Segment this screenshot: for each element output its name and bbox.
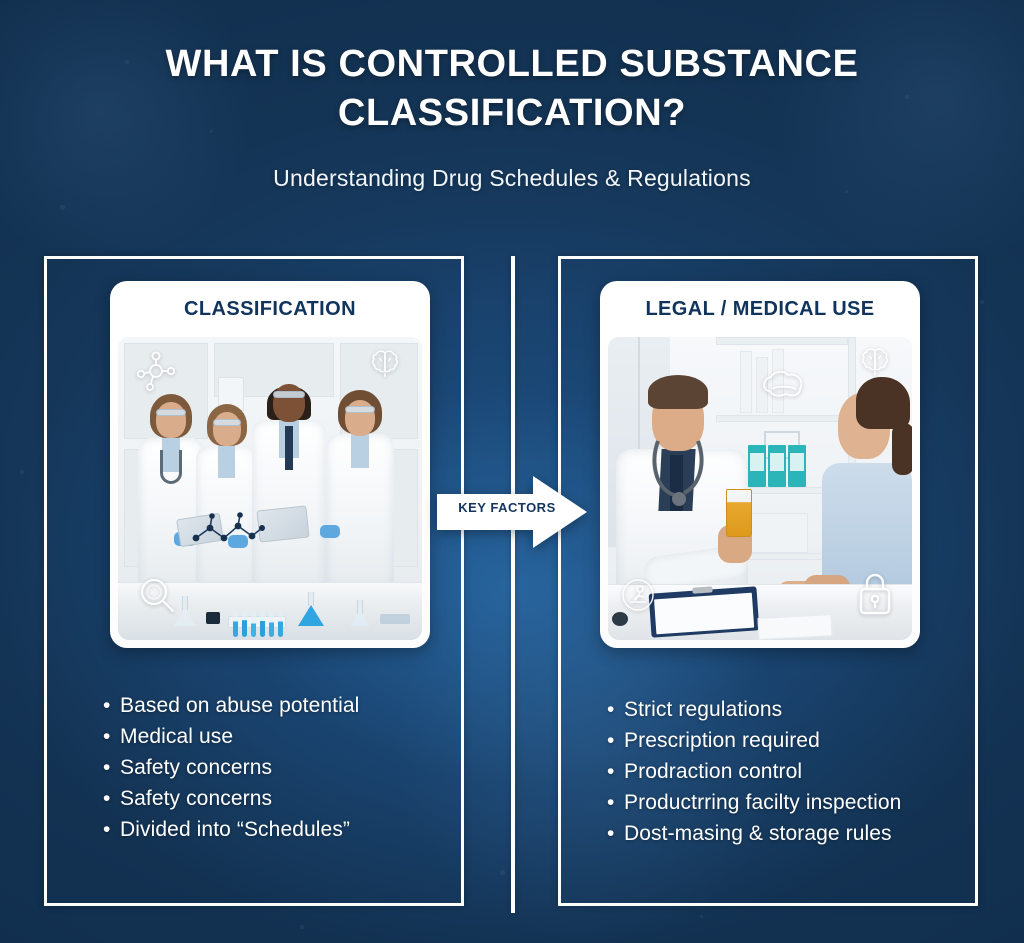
card-legal-medical-use[interactable]: LEGAL / MEDICAL USE — [600, 281, 920, 648]
photo-classification — [118, 337, 422, 640]
bullet-list-classification: Based on abuse potential Medical use Saf… — [103, 690, 453, 845]
page-title: WHAT IS CONTROLLED SUBSTANCE CLASSIFICAT… — [165, 43, 859, 134]
card-classification[interactable]: CLASSIFICATION — [110, 281, 430, 648]
lock-icon — [859, 573, 891, 615]
bg-speck — [20, 470, 24, 474]
magnifier-icon — [140, 578, 175, 613]
bg-speck — [500, 870, 505, 875]
list-item: Medical use — [103, 721, 453, 752]
list-item: Dost-masing & storage rules — [607, 818, 967, 849]
list-item: Prescription required — [607, 725, 967, 756]
capsule-icon — [763, 370, 803, 397]
card-title-classification: CLASSIFICATION — [184, 298, 356, 320]
center-divider — [511, 256, 515, 913]
list-item: Productrring facilty inspection — [607, 787, 967, 818]
list-item: Safety concerns — [103, 752, 453, 783]
bg-speck — [300, 925, 304, 929]
molecule-icon — [136, 351, 176, 391]
bg-speck — [980, 300, 984, 304]
photo-legal-medical-use — [608, 337, 912, 640]
list-item: Prodraction control — [607, 756, 967, 787]
list-item: Divided into “Schedules” — [103, 814, 453, 845]
brain-icon — [862, 348, 888, 375]
bg-speck — [700, 915, 703, 918]
panel-frame-classification — [44, 256, 464, 906]
panel-frame-legal-medical-use — [558, 256, 978, 906]
list-item: Safety concerns — [103, 783, 453, 814]
page-subtitle: Understanding Drug Schedules & Regulatio… — [273, 165, 751, 192]
key-factors-label: KEY FACTORS — [458, 500, 556, 515]
bullet-list-legal-medical-use: Strict regulations Prescription required… — [607, 694, 967, 849]
card-title-legal-medical-use: LEGAL / MEDICAL USE — [645, 298, 875, 320]
list-item: Based on abuse potential — [103, 690, 453, 721]
header: WHAT IS CONTROLLED SUBSTANCE CLASSIFICAT… — [0, 40, 1024, 192]
bg-speck — [60, 205, 65, 210]
key-factors-arrow — [437, 476, 587, 548]
brain-icon — [372, 350, 398, 377]
microscope-circle-icon — [622, 579, 654, 611]
list-item: Strict regulations — [607, 694, 967, 725]
